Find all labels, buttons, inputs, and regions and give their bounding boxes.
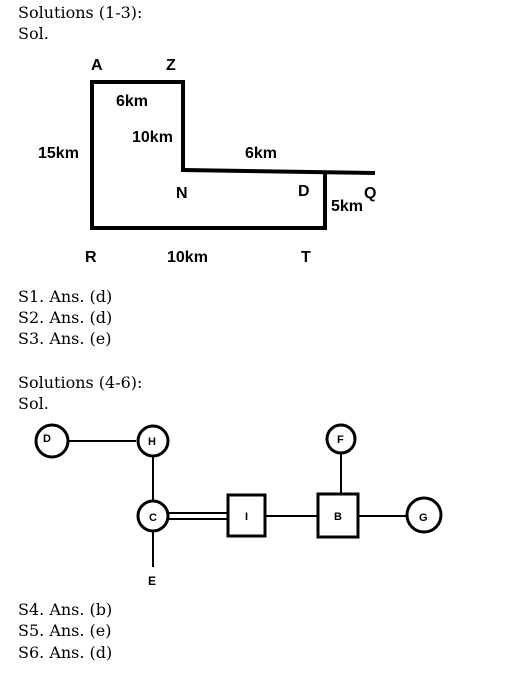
- node-i-label: I: [245, 511, 248, 523]
- answer-s6: S6. Ans. (d): [18, 643, 113, 662]
- node-e-label: E: [148, 574, 156, 588]
- node-g: [405, 496, 443, 534]
- node-g-label: G: [419, 512, 428, 524]
- node-c: [136, 499, 170, 533]
- sol-label-2: Sol.: [18, 394, 49, 413]
- distance-a-r: 15km: [38, 145, 79, 162]
- node-d: [34, 423, 70, 459]
- sol-label-1: Sol.: [18, 24, 49, 43]
- edge-n-q: [180, 167, 376, 176]
- node-b: [316, 492, 360, 539]
- point-a-label: A: [91, 57, 103, 74]
- answer-s5: S5. Ans. (e): [18, 621, 112, 640]
- point-n-label: N: [176, 185, 188, 202]
- solutions-4-6-heading: Solutions (4-6):: [18, 373, 143, 392]
- answer-s1: S1. Ans. (d): [18, 287, 113, 306]
- node-i: [226, 493, 267, 538]
- point-q-label: Q: [364, 185, 376, 202]
- distance-z-n: 10km: [132, 129, 173, 146]
- point-z-label: Z: [166, 57, 176, 74]
- solutions-1-3-heading: Solutions (1-3):: [18, 3, 143, 22]
- node-h: [136, 424, 170, 458]
- node-f: [325, 423, 357, 455]
- answer-s2: S2. Ans. (d): [18, 308, 113, 327]
- node-b-label: B: [334, 511, 342, 523]
- point-d-label: D: [298, 183, 310, 200]
- answer-s3: S3. Ans. (e): [18, 329, 112, 348]
- node-d-label: D: [43, 433, 51, 445]
- node-h-label: H: [148, 436, 156, 448]
- distance-n-d: 6km: [245, 145, 277, 162]
- node-f-label: F: [337, 434, 344, 446]
- distance-r-t: 10km: [167, 249, 208, 266]
- point-r-label: R: [85, 249, 97, 266]
- point-t-label: T: [301, 249, 311, 266]
- answer-s4: S4. Ans. (b): [18, 600, 113, 619]
- distance-a-z: 6km: [116, 93, 148, 110]
- distance-d-t: 5km: [331, 198, 363, 215]
- node-c-label: C: [149, 512, 157, 524]
